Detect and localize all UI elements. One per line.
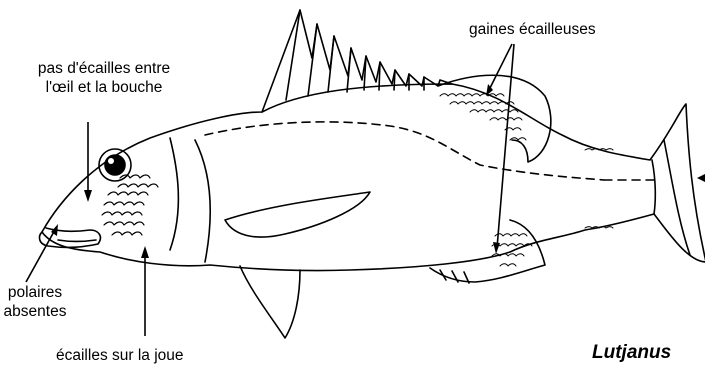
label-polaires-line1: polaires — [0, 283, 70, 302]
label-pas-decailles: pas d'écailles entre l'œil et la bouche — [6, 59, 202, 97]
mouth — [40, 228, 101, 247]
lateral-line — [205, 122, 604, 180]
cheek-scales — [102, 175, 158, 235]
label-pas-line2: l'œil et la bouche — [6, 78, 202, 97]
leader-gaines-anal — [497, 44, 514, 248]
leader-polaires — [26, 228, 56, 282]
dorsal-sheath-scales — [440, 94, 526, 140]
operculum — [170, 138, 178, 250]
label-gaines-ecailleuses: gaines écailleuses — [469, 20, 596, 39]
label-polaires-line2: absentes — [0, 302, 70, 321]
pelvic-fin — [240, 266, 300, 338]
edge-pointer — [697, 174, 705, 182]
spiny-dorsal-fin — [262, 10, 452, 112]
label-polaires-absentes: polaires absentes — [0, 283, 70, 321]
genus-name: Lutjanus — [592, 342, 671, 364]
label-ecailles-joue: écailles sur la joue — [56, 346, 184, 365]
leader-gaines-dorsal — [488, 44, 512, 92]
anal-fin — [430, 220, 545, 282]
label-pas-line1: pas d'écailles entre — [6, 59, 202, 78]
pectoral-fin — [225, 192, 370, 237]
